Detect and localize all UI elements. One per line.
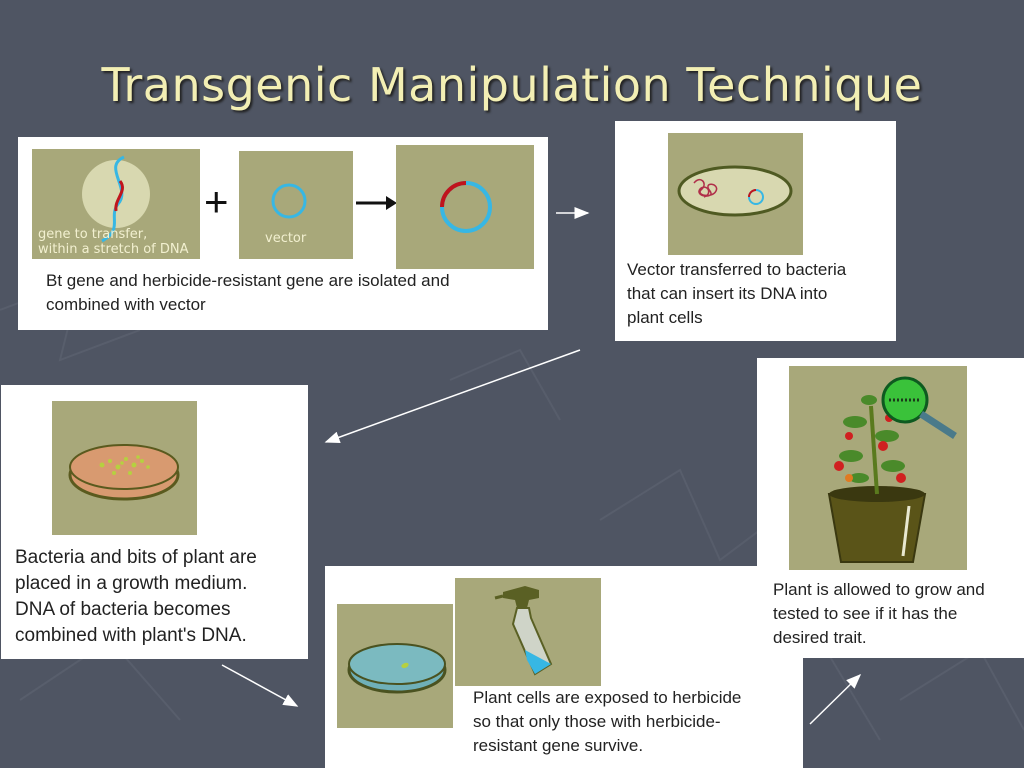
petri-dish-icon bbox=[68, 444, 180, 501]
step1-caption-line1: Bt gene and herbicide-resistant gene are… bbox=[46, 271, 450, 290]
vector-panel: vector bbox=[239, 151, 353, 259]
vector-plasmid-icon bbox=[271, 183, 307, 219]
step5-caption-line2: tested to see if it has the bbox=[773, 604, 958, 623]
recombinant-plasmid-icon bbox=[440, 181, 492, 233]
gene-label-line2: within a stretch of DNA bbox=[38, 242, 189, 257]
plus-sign: + bbox=[204, 178, 229, 225]
step1-card: gene to transfer, within a stretch of DN… bbox=[18, 137, 548, 330]
step3-caption-line4: combined with plant's DNA. bbox=[15, 625, 247, 646]
potted-plant-icon bbox=[827, 376, 957, 563]
step4-caption-line2: so that only those with herbicide- bbox=[473, 712, 721, 731]
step2-caption-line3: plant cells bbox=[627, 308, 703, 327]
slide-title: Transgenic Manipulation Technique bbox=[101, 58, 923, 112]
step3-caption-line3: DNA of bacteria becomes bbox=[15, 599, 231, 620]
step3-caption-line1: Bacteria and bits of plant are bbox=[15, 547, 257, 568]
step3-card: Bacteria and bits of plant are placed in… bbox=[1, 385, 308, 659]
step4-caption-line1: Plant cells are exposed to herbicide bbox=[473, 688, 742, 707]
step1-caption-line2: combined with vector bbox=[46, 295, 206, 314]
step2-caption-line2: that can insert its DNA into bbox=[627, 284, 828, 303]
bacterium-icon bbox=[677, 165, 793, 217]
dish-icon bbox=[347, 643, 447, 694]
recombinant-panel bbox=[396, 145, 534, 269]
step2-card: Vector transferred to bacteria that can … bbox=[615, 121, 896, 341]
plant-panel bbox=[789, 366, 967, 570]
step2-caption-line1: Vector transferred to bacteria bbox=[627, 260, 847, 279]
gene-label-line1: gene to transfer, bbox=[38, 227, 148, 242]
bacteria-panel bbox=[668, 133, 803, 255]
step5-caption-line1: Plant is allowed to grow and bbox=[773, 580, 985, 599]
spray-bottle-icon bbox=[494, 586, 553, 676]
step4-caption-line3: resistant gene survive. bbox=[473, 736, 644, 755]
herbicide-panel bbox=[455, 578, 601, 686]
cells-dish-panel bbox=[337, 604, 453, 728]
growth-medium-panel bbox=[52, 401, 197, 535]
vector-label: vector bbox=[265, 231, 307, 246]
gene-panel: gene to transfer, within a stretch of DN… bbox=[32, 149, 200, 259]
combine-arrow-icon bbox=[356, 196, 397, 210]
step3-caption-line2: placed in a growth medium. bbox=[15, 573, 248, 594]
gene-illustration bbox=[82, 155, 150, 243]
step5-card: Plant is allowed to grow and tested to s… bbox=[757, 358, 1024, 658]
step5-caption-line3: desired trait. bbox=[773, 628, 867, 647]
step4-card: Plant cells are exposed to herbicide so … bbox=[325, 566, 803, 768]
